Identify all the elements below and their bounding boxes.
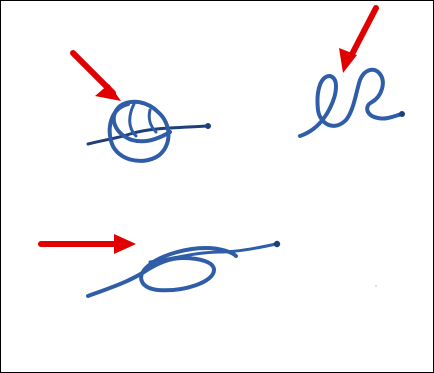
knot-2 xyxy=(300,70,405,136)
knot-1 xyxy=(88,102,211,161)
arrow-2 xyxy=(339,8,376,73)
speck-mark xyxy=(375,285,377,287)
arrow-3 xyxy=(41,234,136,254)
arrow-1 xyxy=(73,53,121,101)
